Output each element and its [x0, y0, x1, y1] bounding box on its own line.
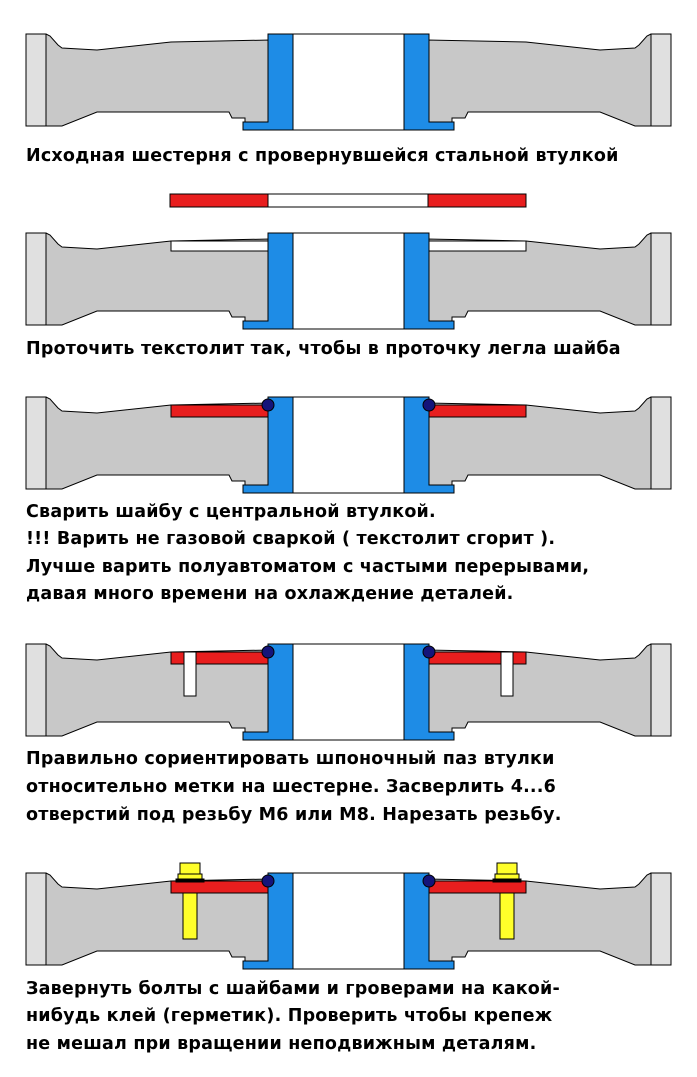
gear-rim-left-2 [25, 232, 47, 326]
loose-washer-hole [267, 193, 429, 208]
washer-left-3 [170, 404, 269, 418]
step-3-caption-line-1: Сварить шайбу с центральной втулкой. [26, 502, 436, 522]
gear-rim-right-2 [650, 232, 672, 326]
weld-bead-left-5 [261, 874, 275, 888]
threaded-hole-right-4 [500, 651, 514, 697]
loose-washer-right [427, 193, 527, 208]
weld-bead-left-3 [261, 398, 275, 412]
gear-rim-right-3 [650, 396, 672, 490]
step-4-caption-line-3: отверстий под резьбу М6 или М8. Нарезать… [26, 805, 562, 825]
bore-2 [292, 232, 405, 330]
spring-washer-right-5 [494, 873, 520, 880]
loose-washer-left [169, 193, 269, 208]
step-1-caption-line-1: Исходная шестерня с провернувшейся сталь… [26, 146, 619, 166]
bolt-head-left-5 [179, 862, 201, 875]
washer-right-5 [428, 880, 527, 894]
groove-left-2 [170, 240, 271, 252]
gear-rim-right-4 [650, 643, 672, 737]
bore-3 [292, 396, 405, 494]
step-3-caption-line-4: давая много времени на охлаждение детале… [26, 584, 514, 604]
step-4-caption-line-2: относительно метки на шестерне. Засверли… [26, 777, 556, 797]
step-5-caption-line-3: не мешал при вращении неподвижным деталя… [26, 1034, 537, 1054]
step-4-caption-line-1: Правильно сориентировать шпоночный паз в… [26, 749, 555, 769]
bolt-head-right-5 [496, 862, 518, 875]
bore-1 [292, 33, 405, 131]
step-2-caption-line-1: Проточить текстолит так, чтобы в проточк… [26, 339, 621, 359]
threaded-hole-left-4 [183, 651, 197, 697]
bore-5 [292, 872, 405, 970]
gear-rim-right-1 [650, 33, 672, 127]
spring-washer-left-5 [177, 873, 203, 880]
gear-rim-right-5 [650, 872, 672, 966]
weld-bead-right-4 [422, 645, 436, 659]
gear-body-left-1 [25, 33, 271, 127]
washer-left-5 [170, 880, 269, 894]
weld-bead-right-5 [422, 874, 436, 888]
step-3-caption-line-2: !!! Варить не газовой сваркой ( текстоли… [26, 529, 556, 549]
gear-rim-left-5 [25, 872, 47, 966]
step-3-caption-line-3: Лучше варить полуавтоматом с частыми пер… [26, 557, 590, 577]
washer-right-3 [428, 404, 527, 418]
step-5-caption-line-1: Завернуть болты с шайбами и гроверами на… [26, 979, 560, 999]
flat-washer-left-5 [175, 878, 205, 883]
bolt-shank-right-5 [499, 892, 515, 940]
step-5-caption-line-2: нибудь клей (герметик). Проверить чтобы … [26, 1006, 553, 1026]
weld-bead-left-4 [261, 645, 275, 659]
gear-rim-left-4 [25, 643, 47, 737]
gear-rim-left-3 [25, 396, 47, 490]
flat-washer-right-5 [492, 878, 522, 883]
bolt-shank-left-5 [182, 892, 198, 940]
groove-right-2 [426, 240, 527, 252]
gear-body-right-1 [426, 33, 672, 127]
bore-4 [292, 643, 405, 741]
weld-bead-right-3 [422, 398, 436, 412]
gear-rim-left-1 [25, 33, 47, 127]
